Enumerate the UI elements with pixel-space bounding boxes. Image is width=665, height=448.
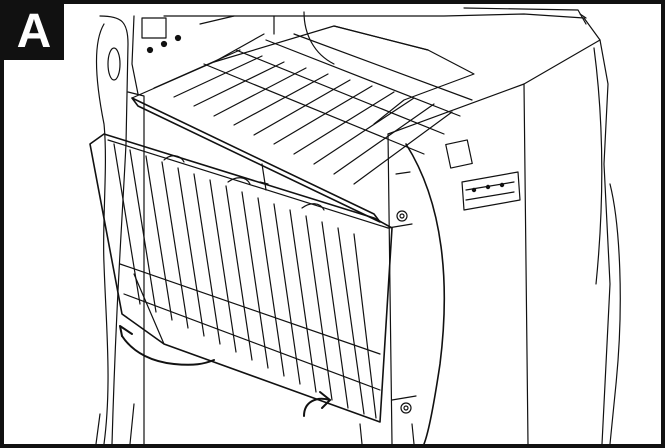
step-label-badge: A <box>4 4 64 60</box>
right-front-panel <box>387 39 621 444</box>
tilted-wire-basket <box>89 133 393 423</box>
upper-wire-shelf <box>131 25 475 223</box>
cabinet-back-wall <box>163 7 601 65</box>
left-side-panel <box>95 15 182 444</box>
appliance-illustration <box>89 7 621 444</box>
rotation-arrows <box>119 325 331 417</box>
support-legs <box>95 403 415 444</box>
